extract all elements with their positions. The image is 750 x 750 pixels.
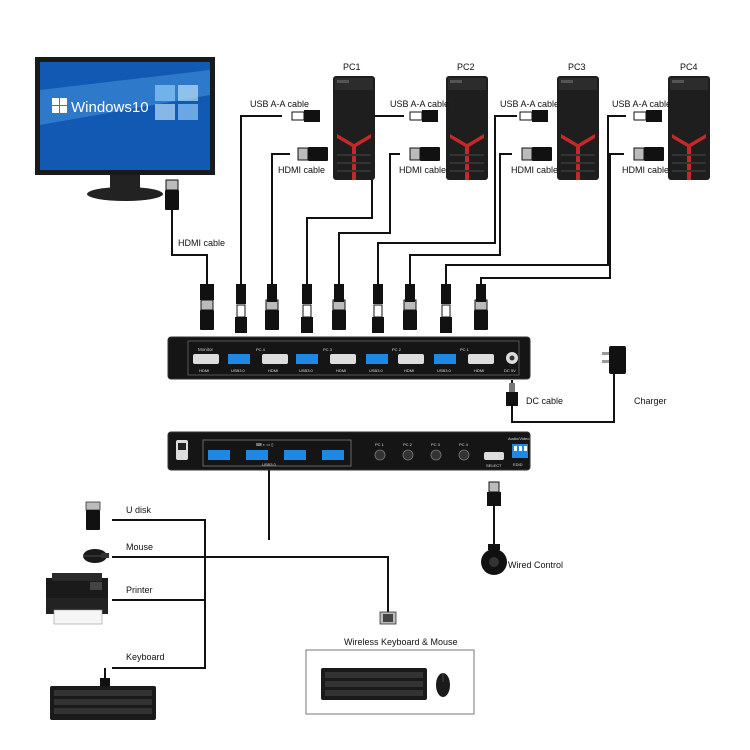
front-pc1-label: PC 1	[375, 442, 385, 447]
pc-4-usb-cable-label: USB A-A cable	[612, 99, 671, 109]
back-pc1-label: PC 1	[460, 347, 470, 352]
back-pc2-hdmi-port	[398, 354, 424, 364]
pc-3: PC3 USB A-A cable HDMI cable	[500, 62, 599, 180]
front-usb-port-1	[208, 450, 230, 460]
back-pc3-hdmi-port	[330, 354, 356, 364]
front-pc1-button[interactable]	[374, 449, 386, 461]
pc-4: PC4 USB A-A cable HDMI cable	[612, 62, 710, 180]
back-monitor-hdmi-port	[193, 354, 219, 364]
back-pc1-hdmi-port	[468, 354, 494, 364]
charger-label: Charger	[634, 396, 667, 406]
tiles-icon	[155, 85, 198, 120]
back-pc3-usb-port	[296, 354, 318, 364]
back-pc4-usb-label: USB3.0	[231, 368, 246, 373]
printer-label: Printer	[126, 585, 153, 595]
back-pc3-usb-label: USB3.0	[299, 368, 314, 373]
back-monitor-hdmi-label: HDMI	[199, 368, 209, 373]
front-pc4-button[interactable]	[458, 449, 470, 461]
back-pc1-usb-label: USB3.0	[437, 368, 452, 373]
udisk-label: U disk	[126, 505, 152, 515]
pc-2: PC2 USB A-A cable HDMI cable	[390, 62, 488, 180]
back-pc1-usb-port	[434, 354, 456, 364]
wireless-label: Wireless Keyboard & Mouse	[344, 637, 458, 647]
back-monitor-label: Monitor	[198, 347, 214, 352]
back-pc3-hdmi-label: HDMI	[336, 368, 346, 373]
back-pc4-hdmi-port	[262, 354, 288, 364]
back-dc-label: DC 5V	[504, 368, 516, 373]
front-usb-icons: ⌨ ◐ ▭ ▯	[256, 442, 274, 447]
monitor: Windows10	[35, 57, 215, 211]
front-usb-port-2	[246, 450, 268, 460]
front-pc3-button[interactable]	[430, 449, 442, 461]
front-usb-port-3	[284, 450, 306, 460]
cables	[104, 115, 626, 685]
mouse-icon	[83, 549, 109, 563]
dc-plug	[506, 383, 518, 406]
windows-logo-icon	[52, 98, 67, 113]
wired-control-label: Wired Control	[508, 560, 563, 570]
mouse-label: Mouse	[126, 542, 153, 552]
dc-cable-label: DC cable	[526, 396, 563, 406]
wireless-receiver-icon	[379, 611, 397, 625]
wireless-keyboard-icon	[321, 668, 427, 700]
front-pc2-button[interactable]	[402, 449, 414, 461]
wireless-mouse-icon	[436, 673, 450, 697]
back-pc4-hdmi-label: HDMI	[268, 368, 278, 373]
back-pc4-usb-port	[228, 354, 250, 364]
kvm-back-panel: Monitor HDMI PC 4 USB3.0 HDMI PC 3 USB3.…	[167, 336, 531, 380]
front-usb-label: USB3.0	[262, 462, 277, 467]
pc-3-hdmi-cable-label: HDMI cable	[511, 165, 558, 175]
pc-2-label: PC2	[457, 62, 475, 72]
back-pc3-label: PC 3	[323, 347, 333, 352]
audio-video-label: Audio/Video	[508, 436, 530, 441]
printer-icon	[46, 573, 108, 625]
back-pc2-usb-label: USB3.0	[369, 368, 384, 373]
pc-4-hdmi-cable-label: HDMI cable	[622, 165, 669, 175]
front-pc2-label: PC 2	[403, 442, 413, 447]
pc-1-label: PC1	[343, 62, 361, 72]
pc-3-usb-cable-label: USB A-A cable	[500, 99, 559, 109]
back-pc2-hdmi-label: HDMI	[404, 368, 414, 373]
keyboard-label: Keyboard	[126, 652, 165, 662]
pc-1-usb-cable-label: USB A-A cable	[250, 99, 309, 109]
back-pc4-label: PC 4	[256, 347, 266, 352]
kvm-front-panel: ⌨ ◐ ▭ ▯ USB3.0 PC 1 PC 2 PC 3 PC 4 SELEC…	[167, 431, 531, 471]
front-pc4-label: PC 4	[459, 442, 469, 447]
wired-control-device	[481, 481, 507, 575]
keyboard-icon	[50, 678, 156, 720]
back-pc2-usb-port	[366, 354, 388, 364]
front-usb-port-4	[322, 450, 344, 460]
edid-label: EDID	[513, 462, 523, 467]
charger-icon	[602, 346, 626, 374]
svg-text:⌨ ◐ ▭ ▯: ⌨ ◐ ▭ ▯	[256, 442, 274, 447]
back-pc1-hdmi-label: HDMI	[474, 368, 484, 373]
select-port	[484, 452, 504, 460]
back-panel-plugs	[199, 284, 489, 334]
pc-2-hdmi-cable-label: HDMI cable	[399, 165, 446, 175]
pc-3-label: PC3	[568, 62, 586, 72]
front-pc3-label: PC 3	[431, 442, 441, 447]
select-label: SELECT	[486, 463, 502, 468]
pc-2-usb-cable-label: USB A-A cable	[390, 99, 449, 109]
pc-4-label: PC4	[680, 62, 698, 72]
pc-1-hdmi-cable-label: HDMI cable	[278, 165, 325, 175]
monitor-os-text: Windows10	[71, 99, 149, 116]
udisk-icon	[85, 501, 101, 530]
back-pc2-label: PC 2	[392, 347, 402, 352]
pc-1: PC1 USB A-A cable HDMI cable	[250, 62, 375, 180]
monitor-hdmi-cable-label: HDMI cable	[178, 238, 225, 248]
